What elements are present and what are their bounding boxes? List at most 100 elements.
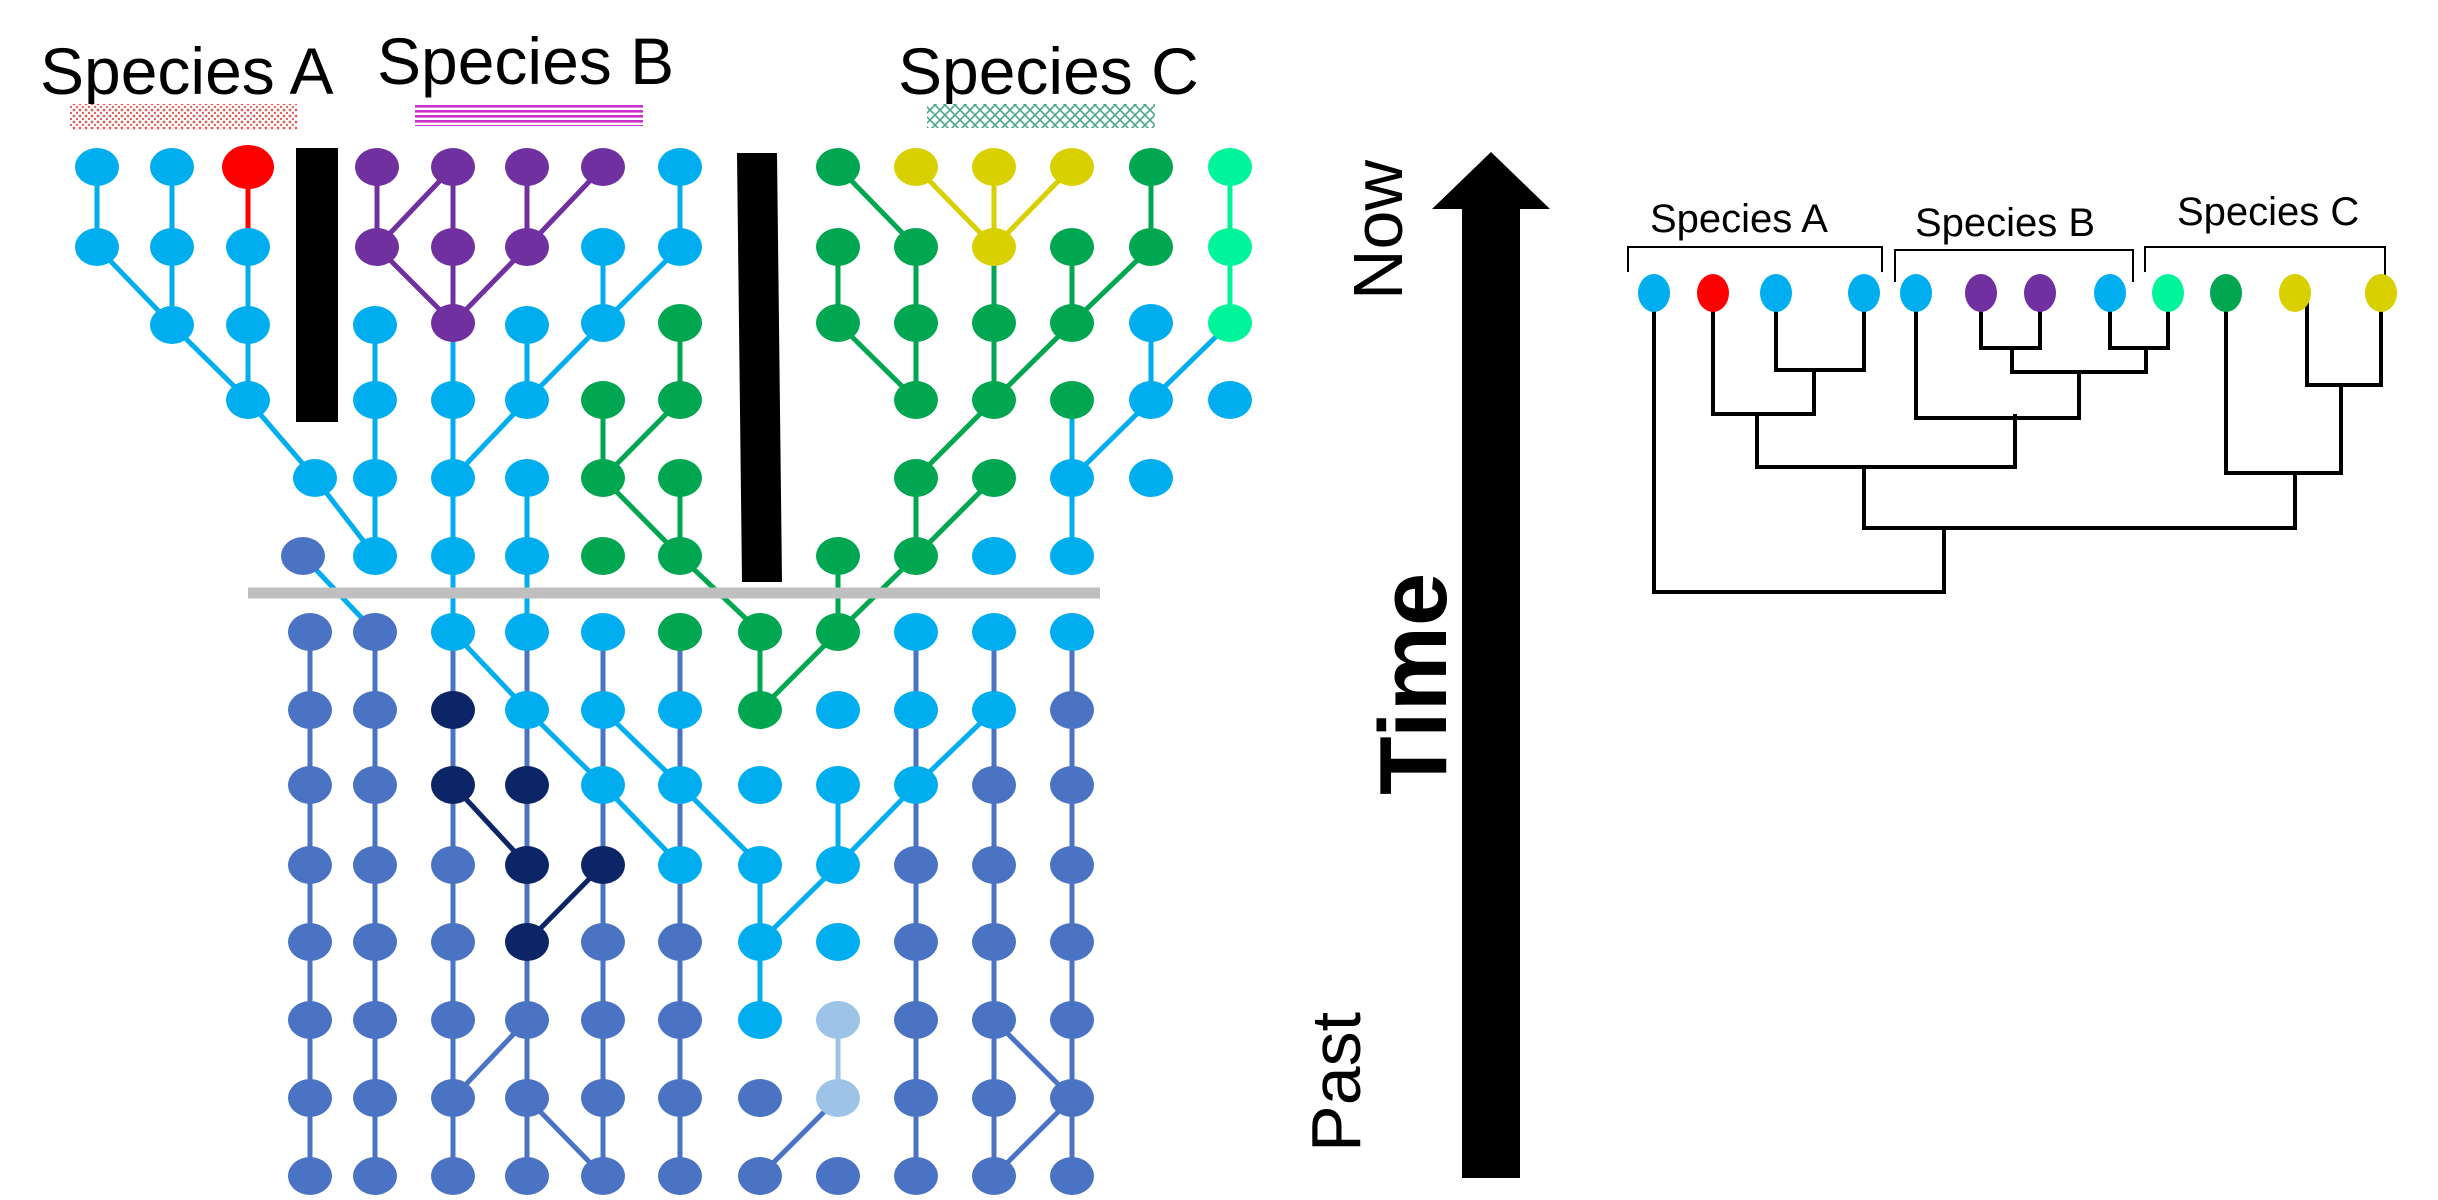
lineage-node [1208,228,1252,266]
lineage-node [288,1079,332,1117]
lineage-node [1050,381,1094,419]
lineage-node [894,1157,938,1195]
lineage-node [431,459,475,497]
lineage-node [581,846,625,884]
tree-tip-node [1760,274,1792,312]
lineage-node [738,1001,782,1039]
lineage-node [1050,459,1094,497]
lineage-node [581,304,625,342]
lineage-node [1050,1079,1094,1117]
lineage-node [816,691,860,729]
lineage-node [1050,148,1094,186]
lineage-node [288,1001,332,1039]
lineage-node [1050,923,1094,961]
lineage-node [431,304,475,342]
lineage-node [353,1079,397,1117]
lineage-node [972,537,1016,575]
lineage-node [288,766,332,804]
species-b-pattern-bar [415,104,643,126]
lineage-node [816,1001,860,1039]
lineage-node [75,228,119,266]
lineage-node [505,381,549,419]
bracket-species-a [1627,246,1883,272]
lineage-node [505,691,549,729]
lineage-node [431,381,475,419]
tree-tip-node [2210,274,2242,312]
lineage-node [658,304,702,342]
lineage-node [353,1001,397,1039]
lineage-node [431,613,475,651]
lineage-node [894,766,938,804]
barrier-middle [737,153,782,582]
lineage-node [353,923,397,961]
tree-branch [1652,295,1946,594]
lineage-node [431,228,475,266]
lineage-node [658,691,702,729]
lineage-node [658,537,702,575]
tree-branch [1914,305,2081,420]
lineage-node [894,923,938,961]
lineage-node [738,613,782,651]
lineage-node [288,691,332,729]
lineage-node [581,1001,625,1039]
tree-tip-node [1638,274,1670,312]
lineage-node [1050,766,1094,804]
lineage-node [1129,304,1173,342]
lineage-node [816,537,860,575]
axis-past-label: Past [1297,1012,1375,1152]
lineage-node [431,537,475,575]
tree-tip-node [1965,274,1997,312]
lineage-node [972,613,1016,651]
axis-time-label: Time [1360,573,1467,795]
tree-tip-node [2094,274,2126,312]
lineage-node [816,304,860,342]
lineage-node [894,691,938,729]
lineage-node [226,228,270,266]
lineage-node [816,148,860,186]
lineage-node [353,846,397,884]
lineage-node [972,846,1016,884]
lineage-node [431,846,475,884]
lineage-node [581,613,625,651]
species-a-pattern-bar [70,104,298,130]
lineage-node [972,148,1016,186]
species-c-pattern-bar [927,104,1155,128]
lineage-node [431,148,475,186]
lineage-node [150,306,194,344]
species-c-label: Species C [898,34,1199,108]
lineage-node [1050,691,1094,729]
time-arrow-head [1432,152,1550,209]
lineage-node [658,381,702,419]
lineage-node [581,1157,625,1195]
lineage-node [894,304,938,342]
lineage-node [431,923,475,961]
lineage-node [75,148,119,186]
lineage-node [738,846,782,884]
lineage-node [288,846,332,884]
lineage-node [894,228,938,266]
lineage-node [658,228,702,266]
tree-branch [2224,292,2343,475]
lineage-node [658,766,702,804]
species-a-label: Species A [40,34,334,108]
lineage-node [816,766,860,804]
lineage-node [816,228,860,266]
lineage-node [658,1157,702,1195]
lineage-node [816,1079,860,1117]
tree-branch [1979,305,2042,350]
tree-tip-node [2152,274,2184,312]
lineage-node [581,459,625,497]
lineage-node [281,537,325,575]
tree-branch [1774,295,1866,372]
lineage-node [505,1079,549,1117]
lineage-node [222,145,274,189]
lineage-node [1208,148,1252,186]
lineage-node [1129,459,1173,497]
lineage-node [738,923,782,961]
lineage-node [505,1157,549,1195]
lineage-node [1050,304,1094,342]
lineage-node [505,846,549,884]
tree-species-b-label: Species B [1915,201,2095,245]
time-arrow-shaft [1462,205,1520,1178]
